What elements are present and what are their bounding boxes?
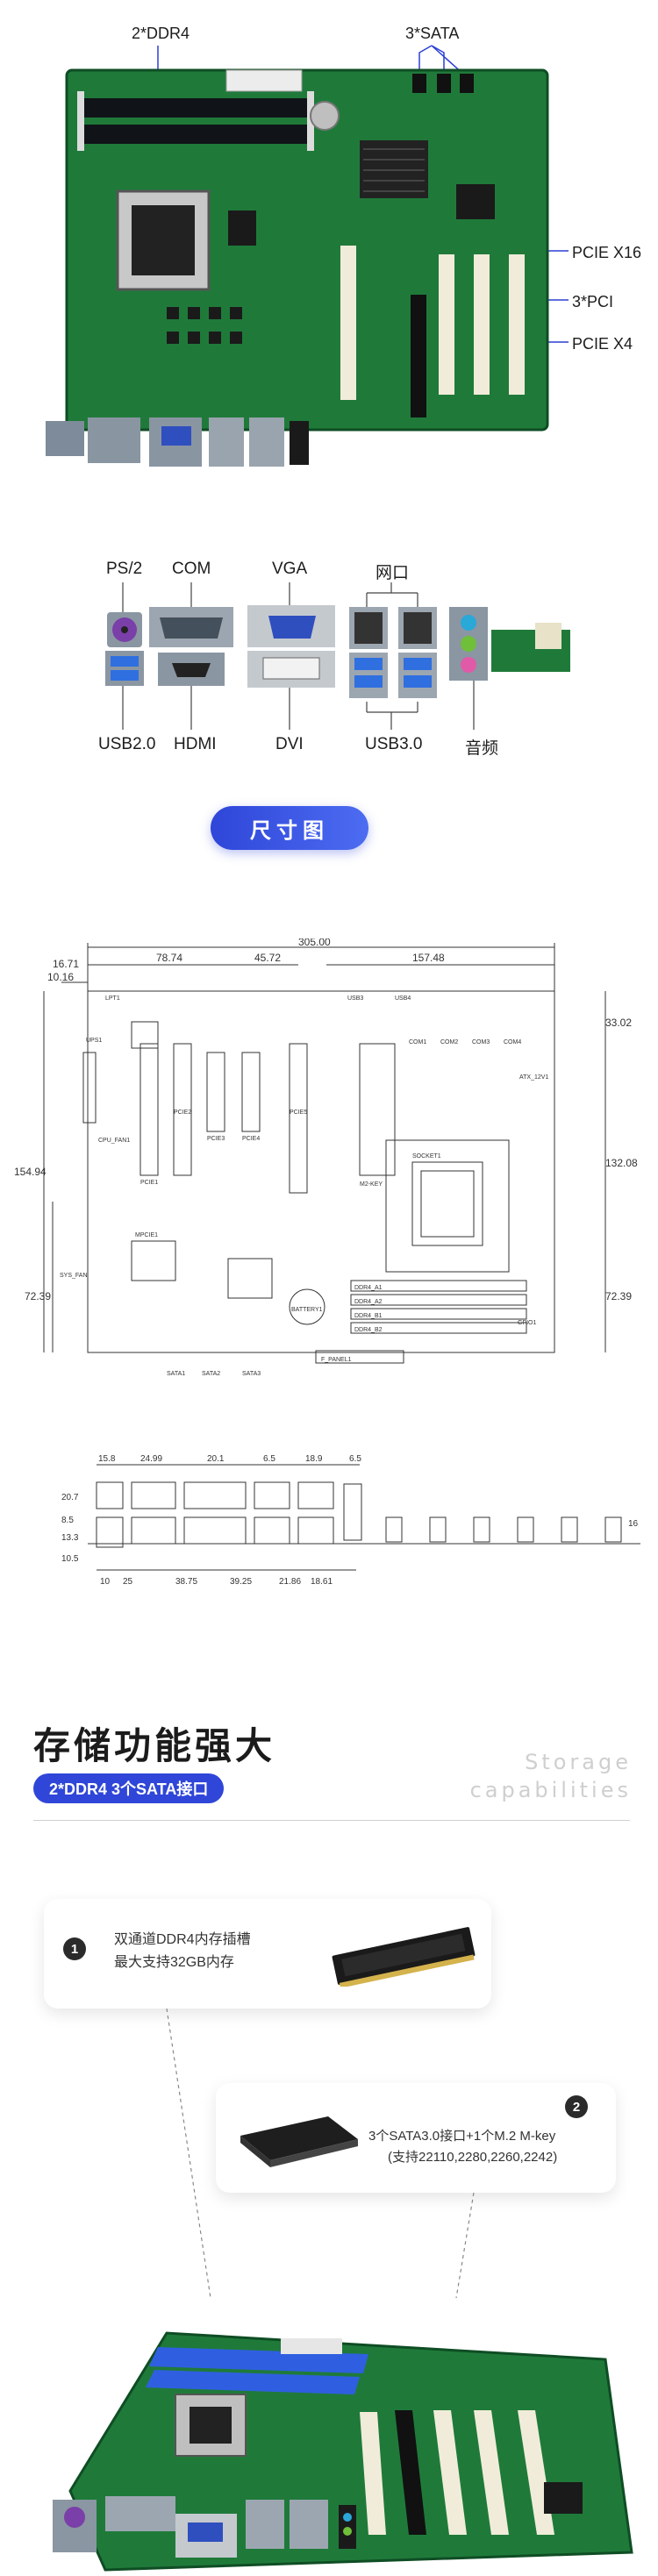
io-dim: 39.25 <box>230 1577 252 1587</box>
label-usb2: USB2.0 <box>98 735 156 753</box>
label-dvi: DVI <box>275 735 304 753</box>
dim-left-10: 10.16 <box>47 971 74 983</box>
io-dim: 18.61 <box>311 1577 333 1587</box>
io-dim: 10.5 <box>61 1554 79 1564</box>
pcb-label: PCIE2 <box>174 1110 191 1116</box>
motherboard-angled-photo <box>53 2331 633 2572</box>
io-dim: 6.5 <box>263 1454 275 1464</box>
pcb-label: PCIE4 <box>242 1136 260 1142</box>
io-dim: 18.9 <box>305 1454 323 1464</box>
pcb-label: COM3 <box>472 1039 490 1045</box>
label-pcie16: PCIE X16 <box>572 244 642 261</box>
board-top-section: 2*DDR4 3*SATA PCIE X16 3*PCI PCIE X4 <box>0 0 658 517</box>
storage-subtitle: 2*DDR4 3个SATA接口 <box>33 1773 225 1803</box>
pcb-label: CPU_FAN1 <box>98 1138 130 1144</box>
pcb-label: SATA2 <box>202 1371 220 1377</box>
io-panel-photo <box>105 582 570 730</box>
dim-right-132: 132.08 <box>605 1157 638 1169</box>
io-dim: 6.5 <box>349 1454 361 1464</box>
io-dim: 15.8 <box>98 1454 116 1464</box>
pcb-label: DDR4_A1 <box>354 1285 383 1291</box>
label-ps2: PS/2 <box>106 560 143 578</box>
pcb-label: SOCKET1 <box>412 1153 441 1160</box>
io-dim: 13.3 <box>61 1533 79 1543</box>
pcb-label: SYS_FAN <box>60 1273 88 1279</box>
pcb-label: SATA3 <box>242 1371 261 1377</box>
label-ddr: 2*DDR4 <box>132 25 190 42</box>
pcb-label: USB3 <box>347 995 363 1002</box>
io-dim: 24.99 <box>140 1454 162 1464</box>
pcb-label: PCIE5 <box>290 1110 307 1116</box>
card2-line2: (支持22110,2280,2260,2242) <box>388 2150 558 2165</box>
label-audio: 音频 <box>465 739 499 758</box>
label-pcie4: PCIE X4 <box>572 335 633 353</box>
label-hdmi: HDMI <box>174 735 217 753</box>
label-usb3: USB3.0 <box>365 735 423 753</box>
motherboard-photo <box>46 45 569 467</box>
io-dim: 21.86 <box>279 1577 301 1587</box>
dimension-drawing: 16.71 78.74 45.72 305.00 157.48 10.16 15… <box>14 938 638 1377</box>
io-dim: 38.75 <box>175 1577 197 1587</box>
dim-right-33: 33.02 <box>605 1017 632 1029</box>
dim-top-157: 157.48 <box>412 952 445 964</box>
label-sata: 3*SATA <box>405 25 460 42</box>
pcb-label: COM4 <box>504 1039 521 1045</box>
ram-stick-icon <box>332 1927 476 1987</box>
pcb-label: LPT1 <box>105 995 120 1002</box>
storage-en-line1: Storage <box>525 1750 632 1774</box>
pcb-label: MPCIE1 <box>135 1232 158 1238</box>
card1-line1: 双通道DDR4内存插槽 <box>114 1932 251 1947</box>
storage-title: 存储功能强大 <box>33 1725 276 1766</box>
pcb-label: COM2 <box>440 1039 458 1045</box>
pcb-label: DDR4_B2 <box>354 1327 383 1333</box>
io-panel-section: PS/2 COM VGA 网口 USB2.0 HDMI DVI USB3.0 音… <box>0 526 658 772</box>
ssd-icon <box>240 2116 358 2167</box>
io-dimension-drawing: 15.8 24.99 20.1 6.5 18.9 6.5 10 25 38.75… <box>61 1454 640 1587</box>
pcb-label: DDR4_A2 <box>354 1299 383 1305</box>
label-com: COM <box>172 560 211 578</box>
dim-right-72: 72.39 <box>605 1290 632 1302</box>
pcb-label: M2-KEY <box>360 1181 383 1188</box>
pcb-label: COM1 <box>409 1039 426 1045</box>
pcb-label: ATX_12V1 <box>519 1074 548 1081</box>
io-dim: 20.7 <box>61 1493 79 1502</box>
card-number: 1 <box>63 1937 86 1960</box>
io-dim: 20.1 <box>207 1454 225 1464</box>
feature-card-ddr: 1 双通道DDR4内存插槽 最大支持32GB内存 <box>44 1899 491 2009</box>
dim-top-45: 45.72 <box>254 952 281 964</box>
io-dim: 16 <box>628 1519 639 1529</box>
pcb-label: UPS1 <box>86 1038 102 1044</box>
pcb-label: PCIE1 <box>140 1180 158 1186</box>
dim-left-72: 72.39 <box>25 1290 51 1302</box>
dim-top-305: 305.00 <box>298 938 331 948</box>
storage-en-line2: capabilities <box>469 1778 632 1802</box>
pcb-label: F_PANEL1 <box>321 1357 352 1363</box>
card-number: 2 <box>565 2095 588 2118</box>
label-vga: VGA <box>272 560 308 578</box>
io-dim: 10 <box>100 1577 111 1587</box>
pcb-label: SATA1 <box>167 1371 185 1377</box>
pcb-label: DDR4_B1 <box>354 1313 383 1319</box>
pcb-label: GPIO1 <box>518 1320 537 1326</box>
pcb-label: BATTERY1 <box>291 1307 323 1313</box>
section-divider <box>33 1820 630 1821</box>
dim-top-78: 78.74 <box>156 952 182 964</box>
feature-card-sata: 2 3个SATA3.0接口+1个M.2 M-key (支持22110,2280,… <box>216 2083 616 2193</box>
card1-line2: 最大支持32GB内存 <box>114 1955 234 1970</box>
pcb-label: USB4 <box>395 995 411 1002</box>
pcb-label: PCIE3 <box>207 1136 225 1142</box>
label-net: 网口 <box>375 564 410 582</box>
label-pci: 3*PCI <box>572 293 614 310</box>
size-diagram-button[interactable]: 尺寸图 <box>211 806 368 850</box>
io-dim: 8.5 <box>61 1516 74 1525</box>
card2-line1: 3个SATA3.0接口+1个M.2 M-key <box>368 2129 556 2144</box>
io-dim: 25 <box>123 1577 133 1587</box>
dim-top-16: 16.71 <box>53 958 79 970</box>
dim-left-154: 154.94 <box>14 1166 46 1178</box>
